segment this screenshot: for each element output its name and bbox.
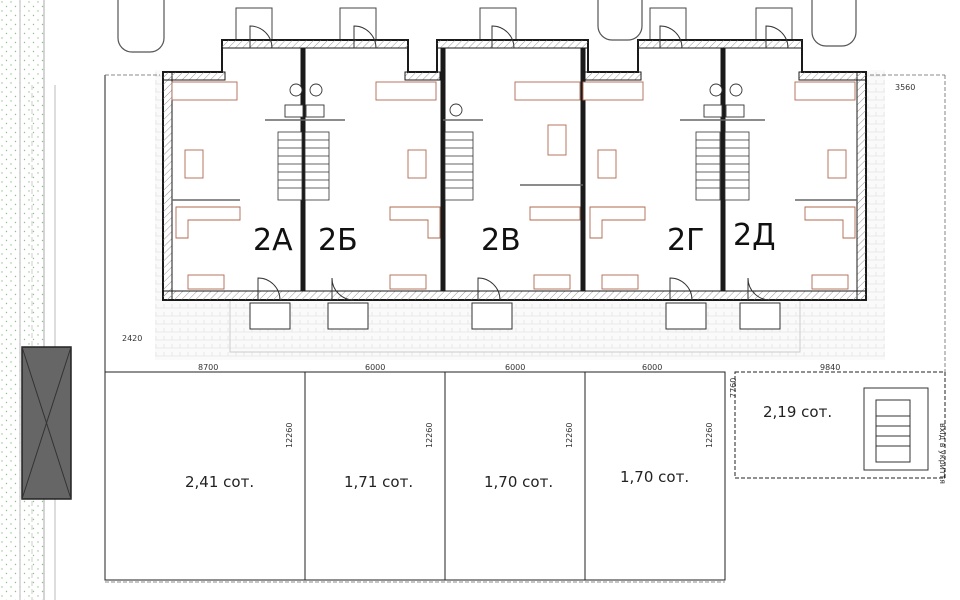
dim-side-offset: 2420 [122,334,142,343]
entry-steps [249,302,781,330]
dim-plot-2d-width: 9840 [820,363,840,372]
shed [21,346,72,500]
doors [249,25,789,301]
dim-plot-2a-width: 8700 [198,363,218,372]
furniture [171,81,856,290]
bathroom-fixtures [284,83,745,118]
dim-plot-2v-depth: 12260 [565,423,574,448]
dim-right-offset: 3560 [895,83,915,92]
plot-area-2g: 1,70 сот. [620,468,689,486]
plot-area-2v: 1,70 сот. [484,473,553,491]
stairs [277,131,750,201]
dim-plot-2d-depth: 7760 [729,378,738,398]
shelter-exit-note: вхід в укриття [938,423,947,484]
parked-cars [117,0,857,53]
dim-plot-2g-depth: 12260 [705,423,714,448]
unit-label-2b: 2Б [318,223,358,258]
unit-label-2a: 2А [253,223,293,258]
green-area-left [0,0,56,600]
dim-plot-2v-width: 6000 [505,363,525,372]
plot-area-2d: 2,19 сот. [763,403,832,421]
unit-label-2d: 2Д [733,218,776,253]
building [162,39,867,301]
plot-area-2a: 2,41 сот. [185,473,254,491]
dim-plot-2g-width: 6000 [642,363,662,372]
plots [104,75,946,581]
unit-label-2v: 2В [481,223,521,258]
dim-plot-2b-width: 6000 [365,363,385,372]
unit-label-2g: 2Г [667,223,704,258]
dim-plot-2a-depth: 12260 [285,423,294,448]
plot-area-2b: 1,71 сот. [344,473,413,491]
shelter-stair [863,387,929,471]
dim-plot-2b-depth: 12260 [425,423,434,448]
plot-edge-dashes [105,74,946,583]
